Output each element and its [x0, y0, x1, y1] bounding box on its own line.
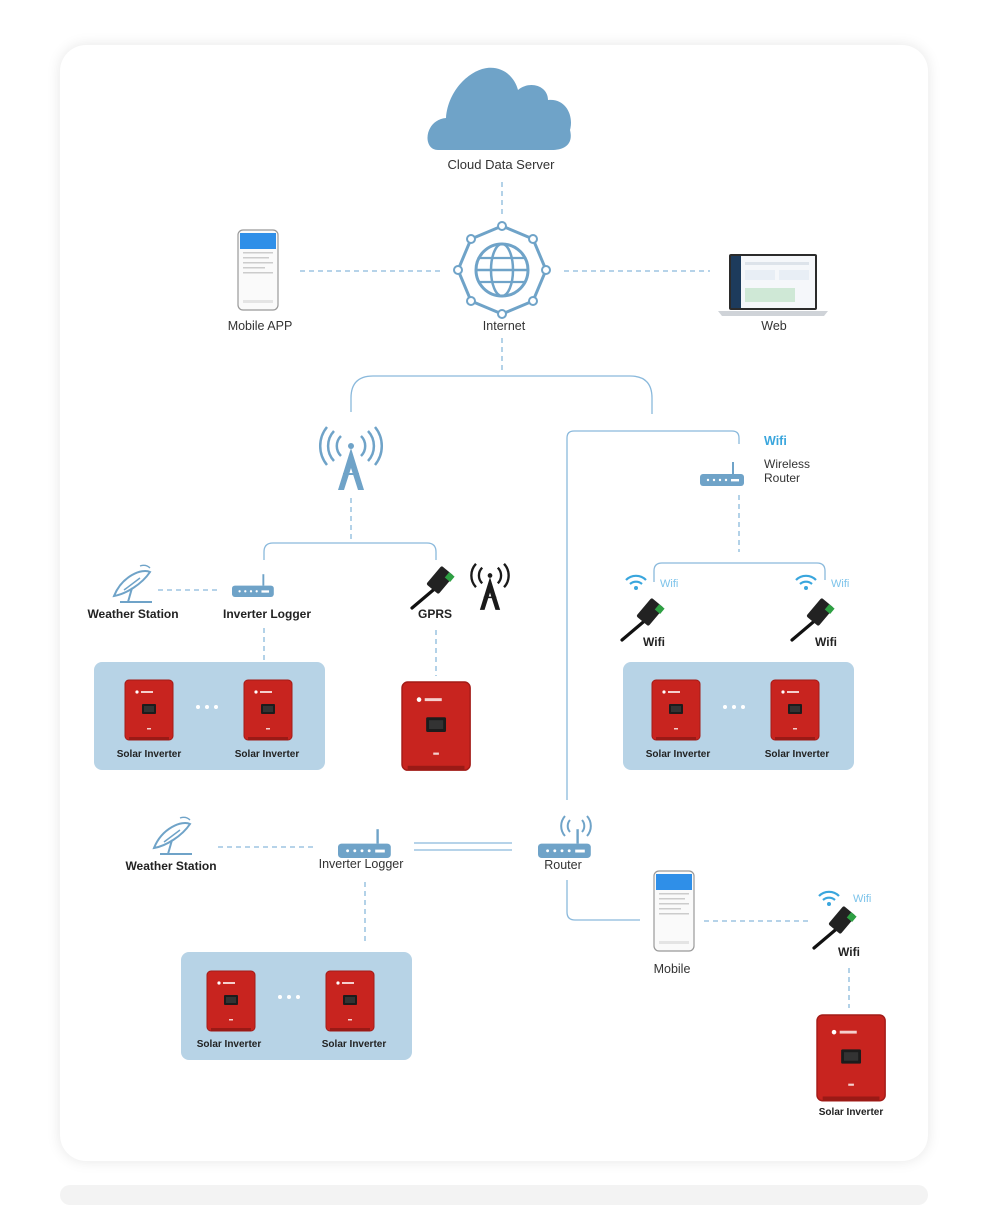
solar-inverter-label-c1: Solar Inverter — [196, 1039, 262, 1050]
wifi-stick-icon-3 — [812, 904, 859, 950]
wifi-signal-icon-3 — [817, 890, 841, 908]
internet-label: Internet — [482, 319, 526, 333]
solar-inverter-icon-c2 — [325, 970, 375, 1032]
web-label: Web — [761, 319, 787, 333]
solar-inverter-label-c2: Solar Inverter — [321, 1039, 387, 1050]
solid-links — [263, 375, 826, 921]
wifi-stick-label-3: Wifi — [838, 945, 860, 959]
solar-inverter-label-a1: Solar Inverter — [116, 749, 182, 760]
inverter-logger-label-2: Inverter Logger — [318, 857, 404, 871]
wireless-router-label-line2: Router — [764, 471, 801, 485]
solar-inverter-icon-d — [816, 1014, 886, 1102]
weather-station-dish-icon-2 — [153, 816, 193, 855]
wifi-tag-label-3: Wifi — [853, 893, 872, 905]
gprs-tower-icon — [470, 563, 510, 610]
weather-station-label-1: Weather Station — [87, 607, 179, 621]
gprs-stick-icon — [410, 564, 457, 610]
cloud-icon — [427, 67, 572, 150]
wifi-signal-icon-2 — [794, 574, 818, 592]
solar-inverter-icon-b1 — [651, 679, 701, 741]
solar-inverter-icon-gprs — [401, 681, 471, 771]
weather-station-label-2: Weather Station — [125, 859, 217, 873]
laptop-icon — [718, 254, 828, 316]
solar-inverter-icon-b2 — [770, 679, 820, 741]
solar-inverter-icon-c1 — [206, 970, 256, 1032]
wireless-router-label-line1: Wireless — [764, 457, 811, 471]
mobile-label: Mobile — [653, 962, 691, 976]
dashed-links — [158, 182, 850, 1008]
wifi-title-label: Wifi — [764, 434, 787, 448]
solar-inverter-label-d: Solar Inverter — [818, 1107, 884, 1118]
cell-tower-icon — [318, 426, 384, 490]
solar-inverter-label-a2: Solar Inverter — [234, 749, 300, 760]
wifi-tag-label-2: Wifi — [831, 578, 850, 590]
solar-inverter-icon-a1 — [124, 679, 174, 741]
wifi-stick-label-1: Wifi — [643, 635, 665, 649]
inverter-logger-icon-1 — [231, 573, 275, 598]
wifi-signal-icon-1 — [624, 574, 648, 592]
wifi-stick-label-2: Wifi — [815, 635, 837, 649]
wifi-stick-icon-1 — [620, 596, 667, 642]
inverter-logger-label-1: Inverter Logger — [222, 607, 312, 621]
wireless-router-icon — [699, 461, 745, 487]
ellipsis-dots — [196, 705, 745, 999]
mobile-app-phone-icon — [237, 229, 279, 311]
router-signal-icon — [560, 815, 592, 837]
inverter-logger-icon-2 — [336, 828, 392, 860]
mobile-phone-icon — [653, 870, 695, 952]
cloud-label: Cloud Data Server — [447, 157, 555, 172]
solar-inverter-label-b2: Solar Inverter — [764, 749, 830, 760]
weather-station-dish-icon-1 — [113, 564, 153, 603]
wifi-stick-icon-2 — [790, 596, 837, 642]
solar-inverter-label-b1: Solar Inverter — [645, 749, 711, 760]
mobile-app-label: Mobile APP — [227, 319, 293, 333]
globe-icon — [453, 221, 551, 319]
router-icon — [536, 828, 592, 860]
wifi-tag-label-1: Wifi — [660, 578, 679, 590]
solar-inverter-icon-a2 — [243, 679, 293, 741]
gprs-label: GPRS — [417, 607, 453, 621]
router-label: Router — [544, 858, 582, 872]
